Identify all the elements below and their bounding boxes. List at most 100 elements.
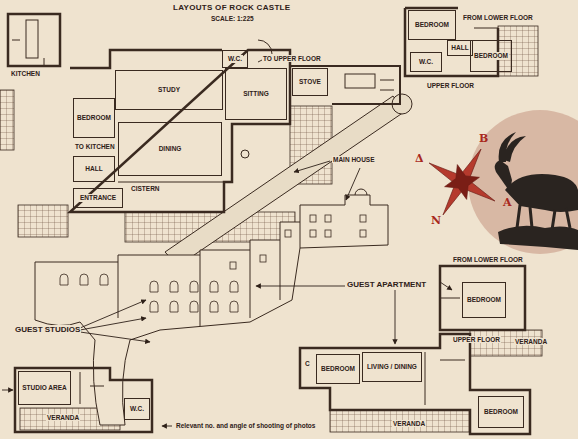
room-name: VERANDA	[392, 420, 426, 427]
room-box: STUDIO AREA	[18, 371, 71, 405]
elevation-openings	[60, 274, 68, 285]
building-name: GUEST APARTMENT	[346, 280, 427, 289]
studio-plan	[15, 368, 152, 432]
guest-upper-plan	[440, 298, 460, 299]
stair-note: FROM LOWER FLOOR	[452, 256, 524, 263]
elevation-openings	[80, 274, 88, 285]
stair-note: TO UPPER FLOOR	[262, 55, 322, 62]
terrace-hatch	[0, 90, 14, 150]
stove-room-plan	[345, 74, 375, 88]
room-name: BEDROOM	[473, 52, 509, 59]
compass-star	[410, 130, 514, 234]
room-name: STUDY	[157, 86, 181, 93]
scale-note: SCALE: 1:225	[210, 15, 255, 22]
elevation	[35, 195, 388, 425]
room-name: W.C.	[418, 58, 434, 65]
elevation-openings	[190, 301, 198, 312]
elevation-openings	[190, 281, 198, 292]
sheet-title: LAYOUTS OF ROCK CASTLE	[172, 3, 291, 12]
terrace-hatch	[498, 26, 538, 76]
guest-apartment-plan	[300, 334, 530, 434]
main-house-plan	[241, 150, 249, 158]
leader-arrows	[440, 282, 452, 290]
room-box: STOVE	[292, 68, 328, 96]
room-box: BEDROOM	[408, 10, 456, 40]
stove-room-plan	[290, 66, 400, 104]
room-name: CISTERN	[130, 185, 161, 192]
guest-upper-plan	[440, 266, 525, 330]
kitchen-plan	[12, 40, 44, 66]
room-box: W.C.	[410, 52, 442, 72]
building-name: GUEST STUDIOS	[14, 325, 81, 334]
elevation-openings	[230, 281, 238, 292]
room-name: BEDROOM	[320, 365, 356, 372]
room-name: HALL	[450, 44, 469, 51]
elevation-openings	[285, 230, 291, 237]
room-name: VERANDA	[46, 414, 80, 421]
elevation-openings	[150, 281, 158, 292]
main-house-plan	[118, 182, 224, 183]
room-name: TO KITCHEN	[74, 143, 116, 150]
room-box: ENTRANCE	[73, 188, 123, 208]
building-name: MAIN HOUSE	[332, 156, 376, 163]
leader-arrows	[294, 161, 330, 172]
guest-upper-plan	[440, 266, 525, 330]
upper-floor-plan	[474, 28, 498, 29]
room-name: ENTRANCE	[79, 194, 117, 201]
terrace-hatch	[18, 205, 68, 237]
room-box: BEDROOM	[478, 396, 524, 428]
goat-emblem	[498, 226, 578, 250]
floor-name: UPPER FLOOR	[426, 82, 475, 89]
room-name: HALL	[84, 165, 103, 172]
room-name: LIVING / DINING	[366, 363, 418, 370]
compass-letter: Δ	[414, 152, 425, 165]
elevation-openings	[210, 301, 218, 312]
elevation	[118, 222, 300, 326]
kitchen-plan	[26, 20, 38, 58]
room-name: W.C.	[227, 55, 243, 62]
studio-plan	[15, 368, 152, 432]
room-box: W.C.	[124, 398, 150, 420]
goat-emblem	[468, 110, 578, 254]
goat-emblem	[505, 174, 578, 212]
room-box: W.C.	[222, 50, 248, 68]
compass-star	[440, 160, 484, 204]
kitchen-plan	[8, 14, 60, 66]
room-name: BEDROOM	[76, 114, 112, 121]
elevation-openings	[325, 230, 331, 237]
room-name: SITTING	[242, 90, 270, 97]
elevation-openings	[230, 301, 238, 312]
leader-arrows	[80, 332, 150, 342]
goat-emblem	[468, 110, 578, 254]
main-house-plan	[258, 40, 272, 54]
room-name: BEDROOM	[483, 408, 519, 415]
room-box: DINING	[118, 122, 222, 176]
leader-arrows	[395, 290, 396, 344]
leader-arrows	[256, 286, 345, 287]
room-box: SITTING	[225, 68, 287, 120]
room-name: W.C.	[129, 405, 145, 412]
elevation-openings	[170, 281, 178, 292]
compass-star	[410, 130, 514, 234]
goat-emblem	[495, 160, 512, 192]
leader-arrows	[162, 426, 172, 427]
leader-arrows	[346, 168, 360, 200]
main-house-plan	[70, 50, 290, 212]
floor-name: UPPER FLOOR	[452, 336, 501, 343]
terrace-hatch	[330, 410, 470, 432]
elevation-openings	[260, 255, 266, 262]
guest-apartment-plan	[425, 352, 465, 405]
caption: Relevant no. and angle of shooting of ph…	[175, 422, 316, 429]
room-name: DINING	[158, 145, 183, 152]
room-name: STUDIO AREA	[21, 384, 68, 391]
elevation-openings	[360, 230, 366, 237]
elevation	[355, 189, 367, 195]
compass-letter: Α	[502, 196, 513, 209]
elevation	[35, 189, 388, 425]
stair-note: FROM LOWER FLOOR	[462, 14, 534, 21]
room-box: HALL	[73, 156, 115, 182]
leader-arrows	[80, 318, 146, 330]
elevation-openings	[60, 215, 366, 312]
leader-arrows	[2, 56, 452, 426]
